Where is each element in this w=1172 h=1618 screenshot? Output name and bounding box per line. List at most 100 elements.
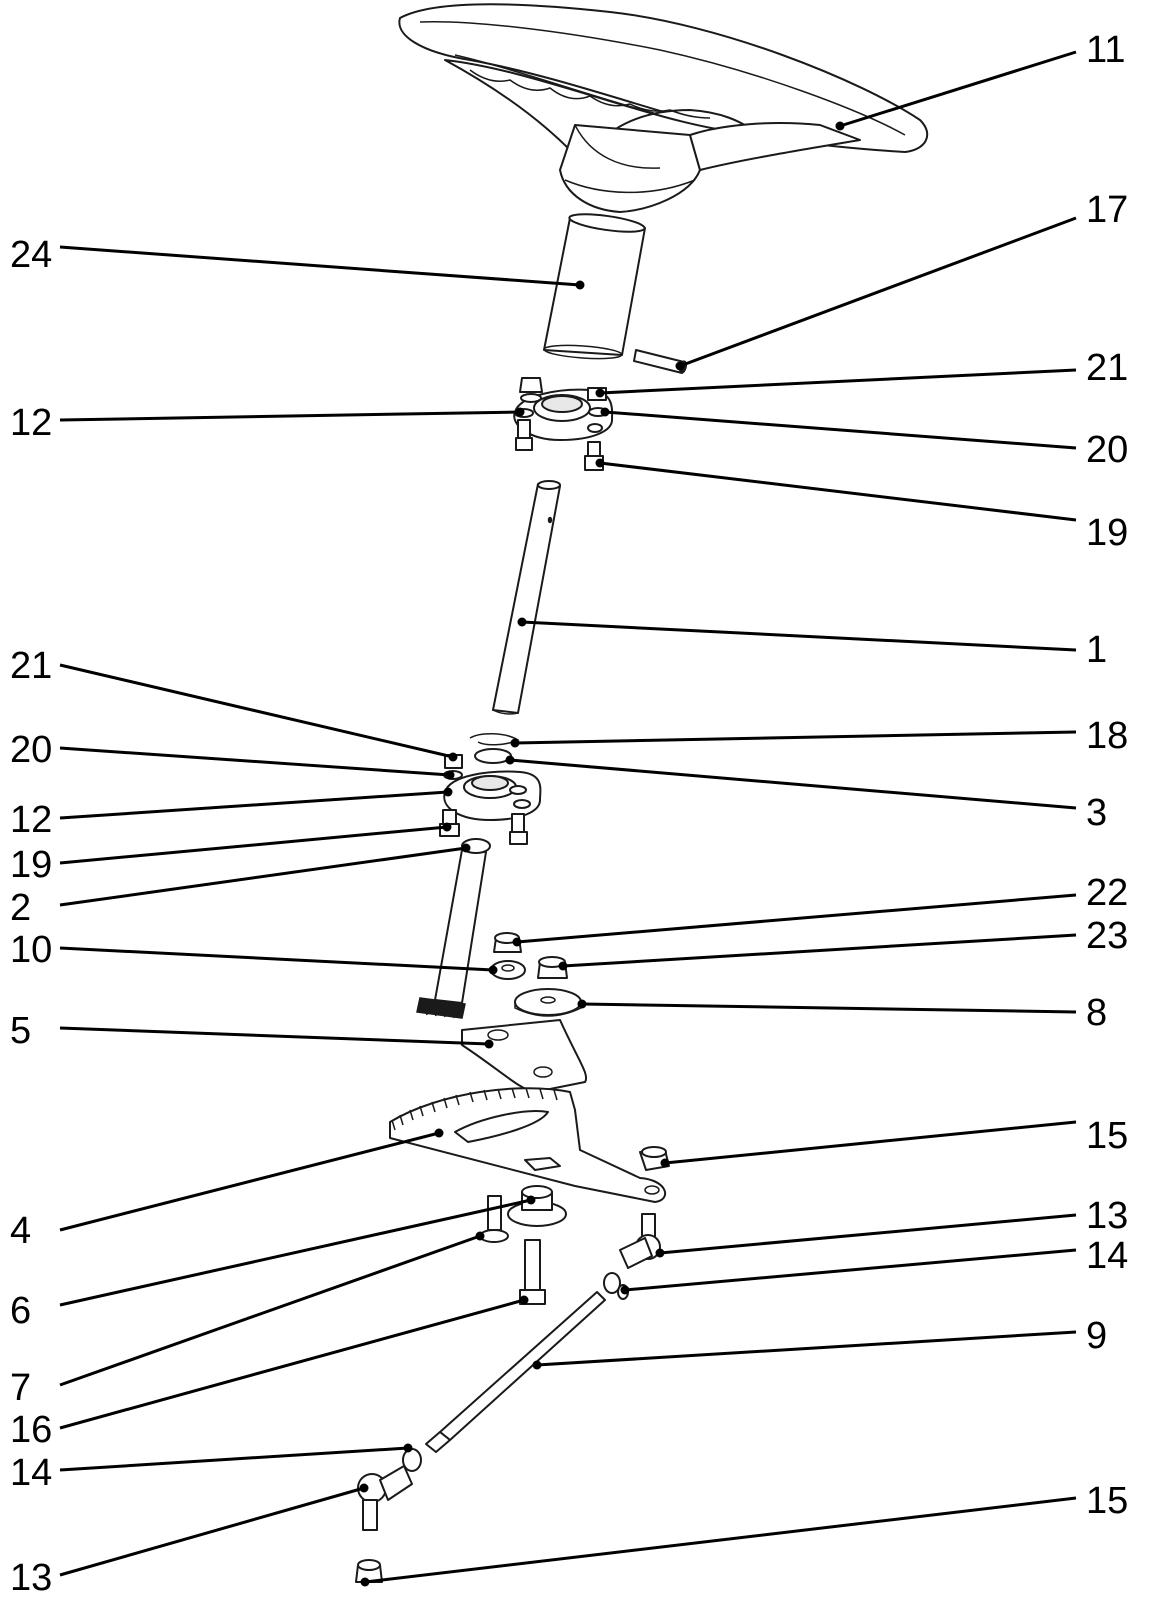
callout-21: 21 bbox=[595, 347, 1128, 398]
leader-line bbox=[59, 1131, 440, 1232]
leader-line bbox=[59, 746, 451, 777]
leader-line bbox=[659, 1213, 1077, 1255]
gear-sector bbox=[389, 1087, 666, 1203]
leader-line bbox=[59, 946, 494, 972]
callout-label: 19 bbox=[10, 844, 52, 886]
callout-label: 16 bbox=[10, 1409, 52, 1451]
callout-label: 22 bbox=[1086, 872, 1128, 914]
callout-8: 8 bbox=[577, 992, 1107, 1034]
link-plate bbox=[461, 1019, 588, 1093]
callout-9: 9 bbox=[532, 1315, 1107, 1370]
callout-label: 6 bbox=[10, 1290, 31, 1332]
callout-15: 15 bbox=[660, 1115, 1128, 1168]
leader-line bbox=[59, 663, 454, 759]
callout-label: 4 bbox=[10, 1210, 31, 1252]
leader-dot bbox=[403, 1443, 413, 1453]
leader-line bbox=[536, 1330, 1077, 1367]
leader-dot bbox=[558, 961, 568, 971]
callout-label: 2 bbox=[10, 887, 31, 929]
leader-dot bbox=[595, 458, 605, 468]
leader-line bbox=[562, 933, 1077, 968]
callout-label: 21 bbox=[1086, 347, 1128, 389]
leader-line bbox=[59, 1298, 525, 1430]
leader-dot bbox=[515, 407, 525, 417]
leader-dot bbox=[505, 755, 515, 765]
callout-22: 22 bbox=[512, 872, 1128, 947]
leader-dot bbox=[517, 617, 527, 627]
callout-6: 6 bbox=[10, 1195, 536, 1332]
callout-label: 13 bbox=[1086, 1195, 1128, 1237]
leader-dot bbox=[510, 738, 520, 748]
leader-dot bbox=[595, 388, 605, 398]
callout-19: 19 bbox=[595, 458, 1128, 554]
leader-line bbox=[599, 461, 1077, 522]
leader-line bbox=[59, 846, 467, 907]
callout-2: 2 bbox=[10, 843, 471, 929]
shoulder-bolt bbox=[479, 1195, 509, 1243]
leader-line bbox=[59, 245, 581, 287]
leader-line bbox=[364, 1496, 1077, 1584]
leader-line bbox=[59, 1446, 409, 1472]
callout-19: 19 bbox=[10, 822, 452, 886]
leader-line bbox=[839, 50, 1077, 128]
leader-line bbox=[59, 825, 448, 865]
tie-rod bbox=[425, 1291, 606, 1453]
pinion-shaft bbox=[416, 838, 491, 1019]
leader-dot bbox=[675, 361, 685, 371]
callout-label: 12 bbox=[10, 799, 52, 841]
callout-label: 10 bbox=[10, 929, 52, 971]
callout-label: 24 bbox=[10, 234, 52, 276]
leader-line bbox=[509, 758, 1077, 810]
callout-label: 13 bbox=[10, 1557, 52, 1599]
leader-dot bbox=[835, 121, 845, 131]
callout-label: 18 bbox=[1086, 715, 1128, 757]
callout-label: 1 bbox=[1086, 629, 1107, 671]
leader-dot bbox=[600, 407, 610, 417]
leader-dot bbox=[461, 843, 471, 853]
callout-label: 21 bbox=[10, 645, 52, 687]
callout-12: 12 bbox=[10, 787, 453, 841]
callout-14: 14 bbox=[620, 1235, 1128, 1295]
callout-15: 15 bbox=[360, 1480, 1128, 1587]
leader-dot bbox=[484, 1039, 494, 1049]
leader-dot bbox=[620, 1285, 630, 1295]
washer-10 bbox=[490, 960, 526, 980]
leader-dot bbox=[442, 822, 452, 832]
ball-joint-top bbox=[619, 1213, 661, 1269]
callout-label: 5 bbox=[10, 1010, 31, 1052]
callout-23: 23 bbox=[558, 915, 1128, 971]
callout-label: 11 bbox=[1086, 29, 1125, 71]
leader-dot bbox=[526, 1195, 536, 1205]
leader-dot bbox=[512, 937, 522, 947]
leader-line bbox=[59, 1026, 490, 1046]
leader-line bbox=[581, 1002, 1077, 1014]
long-bolt bbox=[519, 1239, 546, 1305]
callout-label: 3 bbox=[1086, 792, 1107, 834]
nut-15-bottom bbox=[355, 1559, 383, 1583]
leader-dot bbox=[575, 280, 585, 290]
leader-line bbox=[514, 730, 1077, 745]
callout-1: 1 bbox=[517, 617, 1107, 671]
callout-label: 20 bbox=[1086, 429, 1128, 471]
leader-line bbox=[604, 410, 1077, 450]
callout-11: 11 bbox=[835, 29, 1125, 131]
leader-line bbox=[516, 893, 1077, 944]
callout-18: 18 bbox=[510, 715, 1128, 757]
leader-dot bbox=[488, 965, 498, 975]
ball-joint-bottom bbox=[357, 1465, 413, 1531]
callout-10: 10 bbox=[10, 929, 498, 975]
column-sleeve bbox=[543, 213, 646, 360]
callout-17: 17 bbox=[675, 189, 1128, 371]
leader-dot bbox=[532, 1360, 542, 1370]
leader-dot bbox=[655, 1248, 665, 1258]
callout-label: 23 bbox=[1086, 915, 1128, 957]
callout-20: 20 bbox=[10, 729, 455, 780]
callout-13: 13 bbox=[10, 1483, 369, 1599]
callout-4: 4 bbox=[10, 1128, 444, 1252]
callout-label: 17 bbox=[1086, 189, 1128, 231]
leader-line bbox=[59, 1198, 532, 1307]
leader-dot bbox=[445, 770, 455, 780]
callout-label: 20 bbox=[10, 729, 52, 771]
